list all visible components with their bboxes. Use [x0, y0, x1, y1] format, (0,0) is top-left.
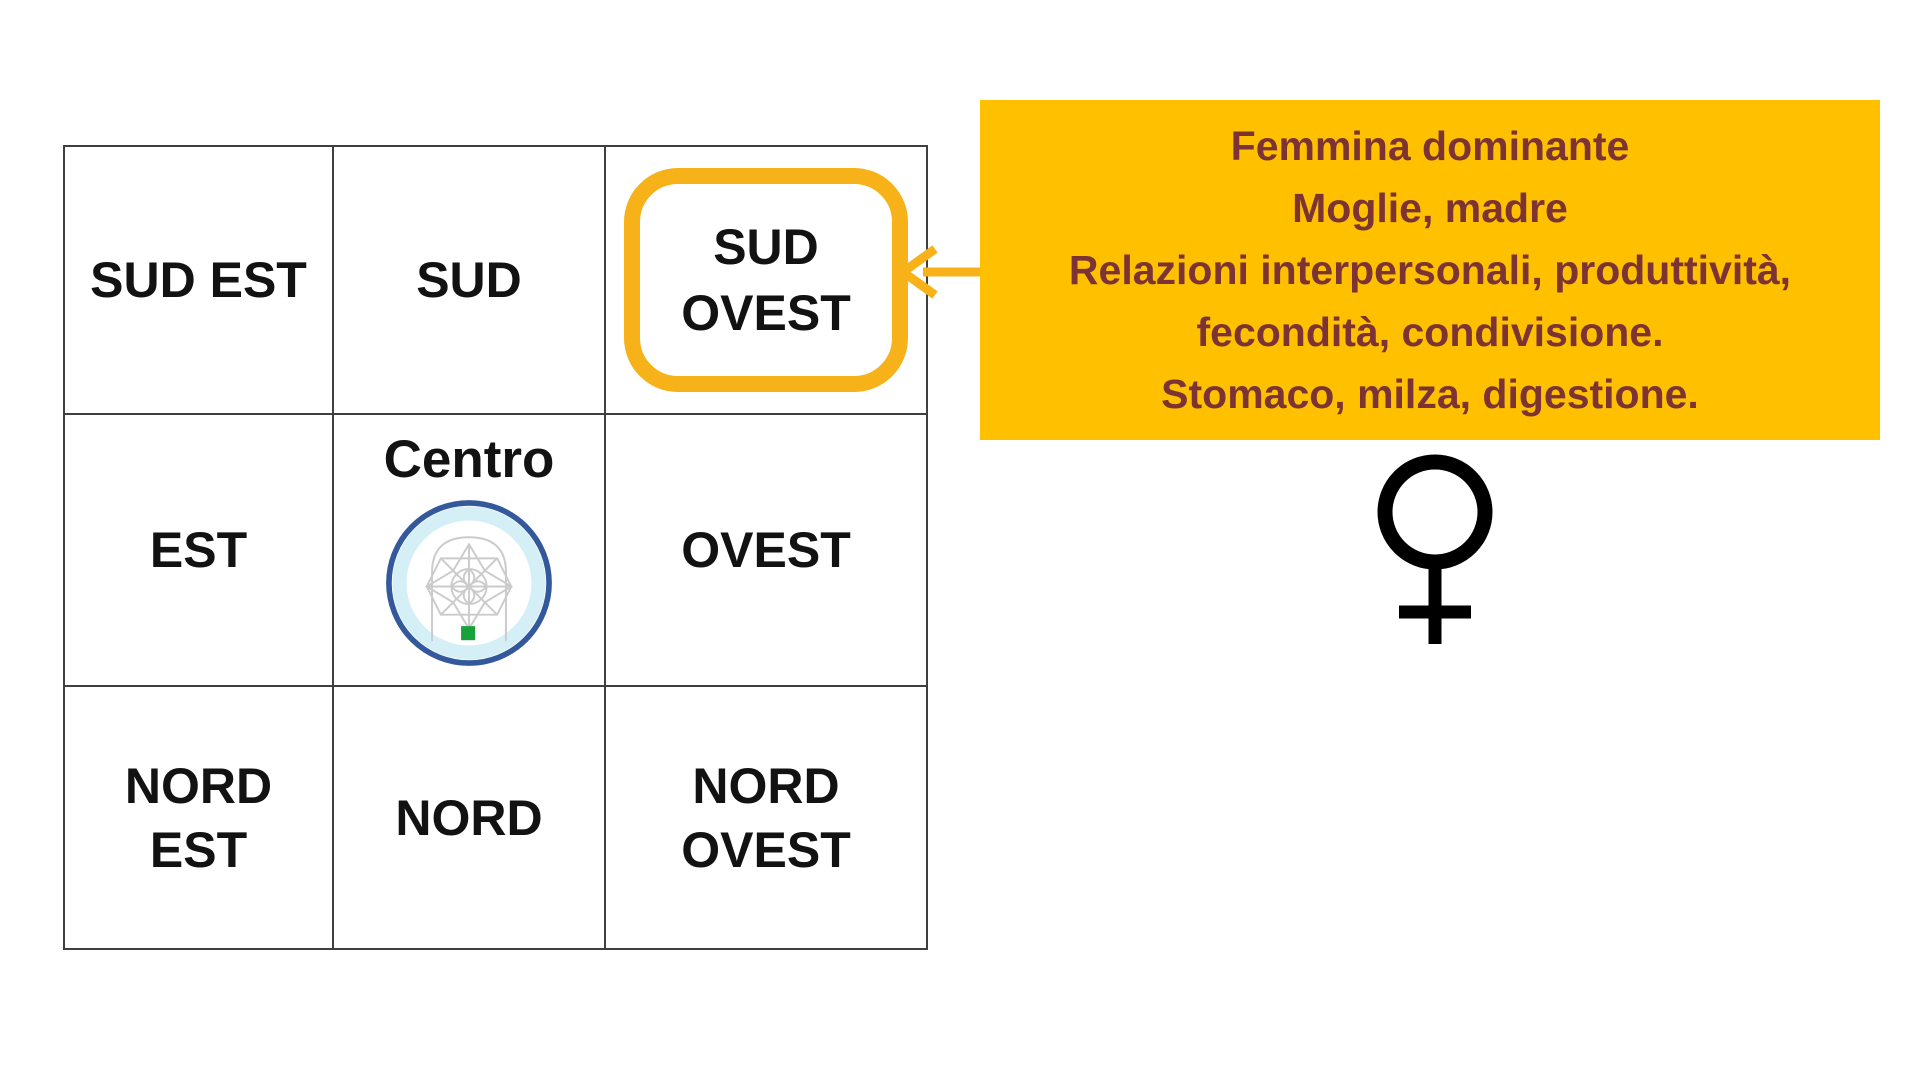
connector-arrow-icon	[895, 245, 990, 299]
grid-cell-ovest: OVEST	[606, 415, 926, 687]
cell-label: OVEST	[681, 285, 851, 341]
cell-label: OVEST	[681, 522, 851, 578]
grid-cell-centro: Centro	[334, 415, 606, 687]
cell-label: NORD	[692, 757, 840, 814]
cell-label: SUD	[416, 252, 522, 308]
center-mandala-logo-icon	[386, 500, 552, 666]
cell-label: SUD EST	[90, 252, 307, 308]
grid-cell-sud-ovest: SUD OVEST	[606, 147, 926, 415]
callout-line: Femmina dominante	[1230, 123, 1630, 169]
grid-cell-est: EST	[65, 415, 334, 687]
female-gender-icon	[1377, 454, 1493, 644]
highlight-ring: SUD OVEST	[624, 168, 908, 392]
grid-cell-sud: SUD	[334, 147, 606, 415]
callout-line: Relazioni interpersonali, produttività,	[1068, 247, 1792, 293]
cell-label: OVEST	[681, 821, 851, 878]
callout-box: Femmina dominante Moglie, madre Relazion…	[980, 100, 1880, 440]
direction-grid: SUD EST SUD SUD OVEST EST Centro	[63, 145, 928, 950]
grid-cell-nord-est: NORD EST	[65, 687, 334, 948]
grid-cell-sud-est: SUD EST	[65, 147, 334, 415]
cell-label: SUD	[713, 219, 819, 275]
grid-cell-nord-ovest: NORD OVEST	[606, 687, 926, 948]
logo-outer-ring	[386, 500, 552, 666]
callout-line: fecondità, condivisione.	[1196, 309, 1664, 355]
cell-label: NORD	[124, 757, 273, 814]
grid-cell-nord: NORD	[334, 687, 606, 948]
callout-line: Moglie, madre	[1292, 185, 1568, 231]
cell-label: EST	[149, 522, 248, 578]
cell-label: NORD	[395, 789, 543, 846]
cell-label: Centro	[383, 430, 555, 489]
cell-label: EST	[149, 821, 248, 878]
logo-accent-square	[461, 626, 476, 641]
callout-line: Stomaco, milza, digestione.	[1161, 371, 1699, 417]
